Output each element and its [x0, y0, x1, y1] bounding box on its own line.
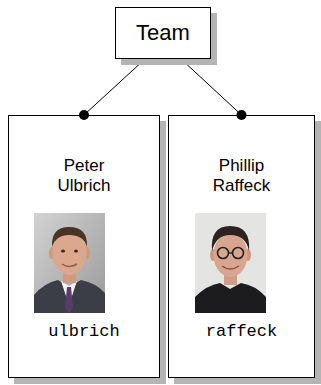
tree-connector [84, 59, 145, 115]
user-id: ulbrich [15, 322, 153, 342]
person-card: Phillip Raffeck raffeck [168, 115, 315, 378]
user-id: raffeck [175, 322, 308, 342]
portrait-photo [34, 213, 105, 313]
group-box: Team [115, 7, 211, 59]
person-name: Phillip Raffeck [202, 156, 282, 197]
person-name: Peter Ulbrich [44, 156, 124, 197]
group-title: Team [122, 20, 204, 46]
tree-connector [181, 59, 242, 115]
person-card: Peter Ulbrich ulbrich [8, 115, 160, 378]
portrait-photo [195, 213, 266, 313]
